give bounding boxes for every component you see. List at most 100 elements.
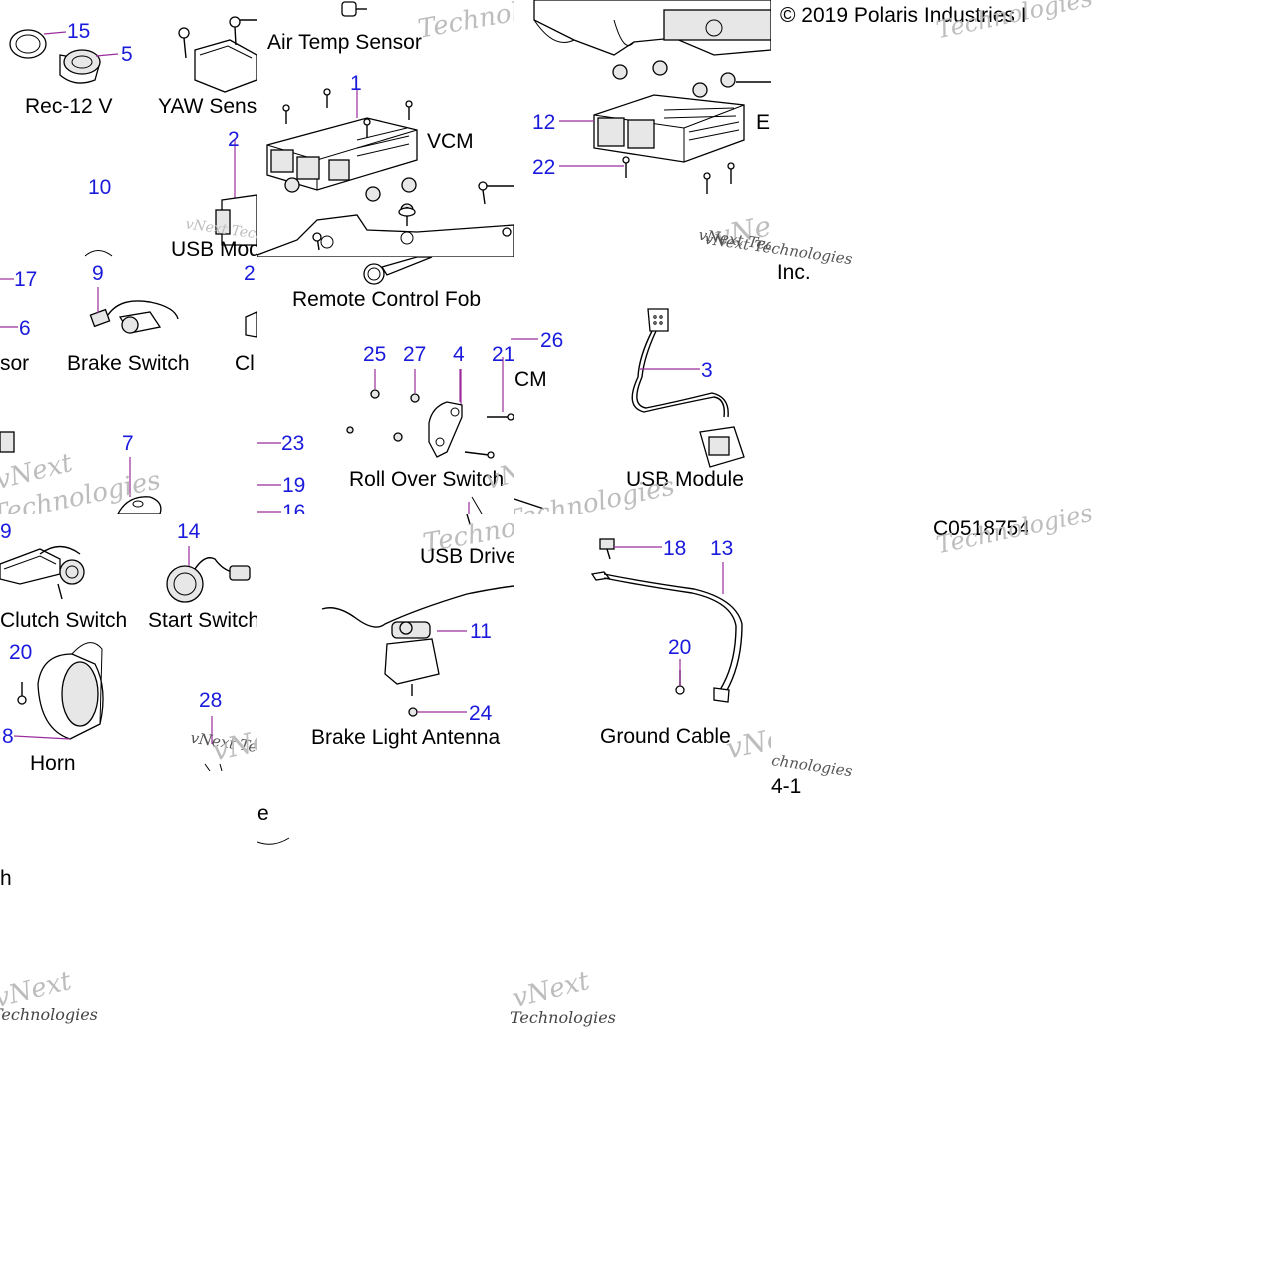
tile-lower-right: 18 13 20 Ground Cable vNext bbox=[514, 514, 771, 771]
callout-13: 13 bbox=[710, 537, 734, 560]
callout-21: 21 bbox=[492, 343, 514, 366]
callout-28: 28 bbox=[199, 689, 223, 712]
tile-middle-left-art bbox=[0, 278, 257, 514]
tile-lower-right-art bbox=[590, 538, 743, 703]
callout-7: 7 bbox=[122, 432, 134, 455]
tile-upper-right-art bbox=[533, 0, 771, 194]
brake-light-antenna-part bbox=[321, 585, 514, 696]
label-yaw-sensor: YAW Sensor bbox=[158, 95, 257, 118]
callout-14: 14 bbox=[177, 520, 201, 543]
cable-fragment bbox=[257, 837, 290, 845]
drawing-code-fragment: 4-1 bbox=[771, 775, 802, 798]
tile-upper-right: 12 ECM 22 vNext vNext Technologies bbox=[514, 0, 771, 257]
tile-upper-middle: Technologies Air Temp Sensor 1 VCM bbox=[257, 0, 514, 257]
vcm-bracket-part bbox=[257, 214, 514, 257]
callout-9: 9 bbox=[0, 520, 12, 543]
tile-upper-middle-art bbox=[257, 1, 514, 257]
air-temp-sensor-part bbox=[341, 1, 367, 17]
tile-lower-left-art bbox=[0, 545, 251, 771]
start-switch-part bbox=[166, 557, 251, 603]
callout-24: 24 bbox=[469, 702, 493, 725]
label-ecm: ECM bbox=[756, 111, 771, 134]
usb-module-part-fragment bbox=[215, 194, 257, 246]
callout-23: 23 bbox=[281, 432, 305, 455]
tile-middle-right-art bbox=[514, 308, 745, 510]
roll-over-switch-part bbox=[428, 401, 463, 458]
label-roll-over-switch: Roll Over Switch bbox=[349, 468, 505, 491]
callout-25: 25 bbox=[363, 343, 387, 366]
callout-18: 18 bbox=[663, 537, 687, 560]
label-brake-switch: Brake Switch bbox=[67, 352, 190, 375]
tile-center: 16 Remote Control Fob 25 27 4 21 Roll Ov… bbox=[257, 257, 514, 514]
tile-middle-left: 9 17 2 6 sor Brake Switch Cl 7 vNext Tec… bbox=[0, 257, 257, 514]
ecm-module-part bbox=[593, 94, 745, 163]
remote-control-fob-part bbox=[363, 257, 433, 285]
label-brake-light-antenna: Brake Light Antenna bbox=[311, 726, 501, 749]
callout-8: 8 bbox=[2, 725, 14, 748]
yaw-sensor-part bbox=[178, 16, 257, 93]
horn-part bbox=[37, 642, 104, 740]
callout-20: 20 bbox=[9, 641, 33, 664]
label-ground-cable: Ground Cable bbox=[600, 725, 731, 748]
tile-lower-middle-art bbox=[321, 514, 514, 717]
usb-module-part bbox=[631, 308, 745, 468]
callout-20: 20 bbox=[668, 636, 692, 659]
callout-2: 2 bbox=[228, 128, 240, 151]
label-air-temp-sensor: Air Temp Sensor bbox=[267, 31, 422, 54]
watermark-text: vNext bbox=[509, 966, 593, 1014]
leader-lines bbox=[257, 442, 281, 513]
callout-2: 2 bbox=[244, 262, 256, 285]
drawing-code: C0518754-1 bbox=[933, 518, 1028, 539]
ecm-bracket-part bbox=[533, 0, 771, 56]
label-e-fragment: e bbox=[257, 802, 269, 825]
brake-switch-part bbox=[89, 300, 179, 334]
screw-part bbox=[599, 538, 615, 560]
label-horn: Horn bbox=[30, 752, 76, 771]
callout-9: 9 bbox=[92, 262, 104, 285]
callout-12: 12 bbox=[532, 111, 556, 134]
callout-17: 17 bbox=[14, 268, 38, 291]
callout-27: 27 bbox=[403, 343, 427, 366]
callout-1: 1 bbox=[350, 72, 362, 95]
label-remote-control-fob: Remote Control Fob bbox=[292, 288, 482, 311]
ground-cable-part bbox=[590, 571, 743, 703]
watermark-text: Technologies bbox=[510, 1008, 616, 1027]
o-ring-part bbox=[9, 29, 47, 59]
callout-16: 16 bbox=[282, 502, 306, 514]
label-start-switch: Start Switch bbox=[148, 609, 257, 632]
label-clutch-switch: Clutch Switch bbox=[0, 609, 128, 632]
callout-19: 19 bbox=[282, 474, 306, 497]
label-ecm-fragment: CM bbox=[514, 368, 547, 391]
callout-26: 26 bbox=[540, 329, 564, 352]
clutch-switch-part bbox=[0, 545, 85, 600]
tile-middle-right: 26 CM 3 USB Module Technologies bbox=[514, 257, 771, 514]
watermark-text: Technologies bbox=[0, 1005, 98, 1024]
callout-11: 11 bbox=[470, 620, 492, 643]
label-usb-module-upper: USB Module bbox=[171, 238, 257, 257]
tile-lower-left: 9 14 Clutch Switch Start Switch 20 8 28 … bbox=[0, 514, 257, 771]
label-rec-12v: Rec-12 V bbox=[25, 95, 113, 118]
callout-10: 10 bbox=[88, 176, 112, 199]
label-vcm: VCM bbox=[427, 130, 474, 153]
label-h-fragment: h bbox=[0, 867, 12, 890]
copyright-fragment: Inc. bbox=[771, 261, 811, 284]
callout-4: 4 bbox=[453, 343, 465, 366]
label-usb-module: USB Module bbox=[626, 468, 744, 491]
label-sensor-fragment: sor bbox=[0, 352, 30, 375]
label-usb-drive: USB Drive bbox=[420, 545, 514, 568]
tile-upper-left-art bbox=[9, 16, 257, 257]
callout-22: 22 bbox=[532, 156, 556, 179]
label-clutch-fragment: Cl bbox=[235, 352, 255, 375]
tile-lower-middle: Technologies USB Drive 11 24 Brake Light… bbox=[257, 514, 514, 771]
tile-center-art bbox=[346, 257, 514, 514]
watermark-text: Technologies bbox=[933, 498, 1096, 560]
copyright-notice: © 2019 Polaris Industries Inc. bbox=[780, 5, 1028, 26]
tile-upper-left: 15 5 Rec-12 V YAW Sensor 2 10 USB Module… bbox=[0, 0, 257, 257]
vcm-module-part bbox=[266, 117, 418, 191]
callout-5: 5 bbox=[121, 43, 133, 66]
callout-6: 6 bbox=[19, 317, 31, 340]
callout-15: 15 bbox=[67, 20, 91, 43]
callout-3: 3 bbox=[701, 359, 713, 382]
rec-12v-socket-part bbox=[59, 49, 101, 84]
